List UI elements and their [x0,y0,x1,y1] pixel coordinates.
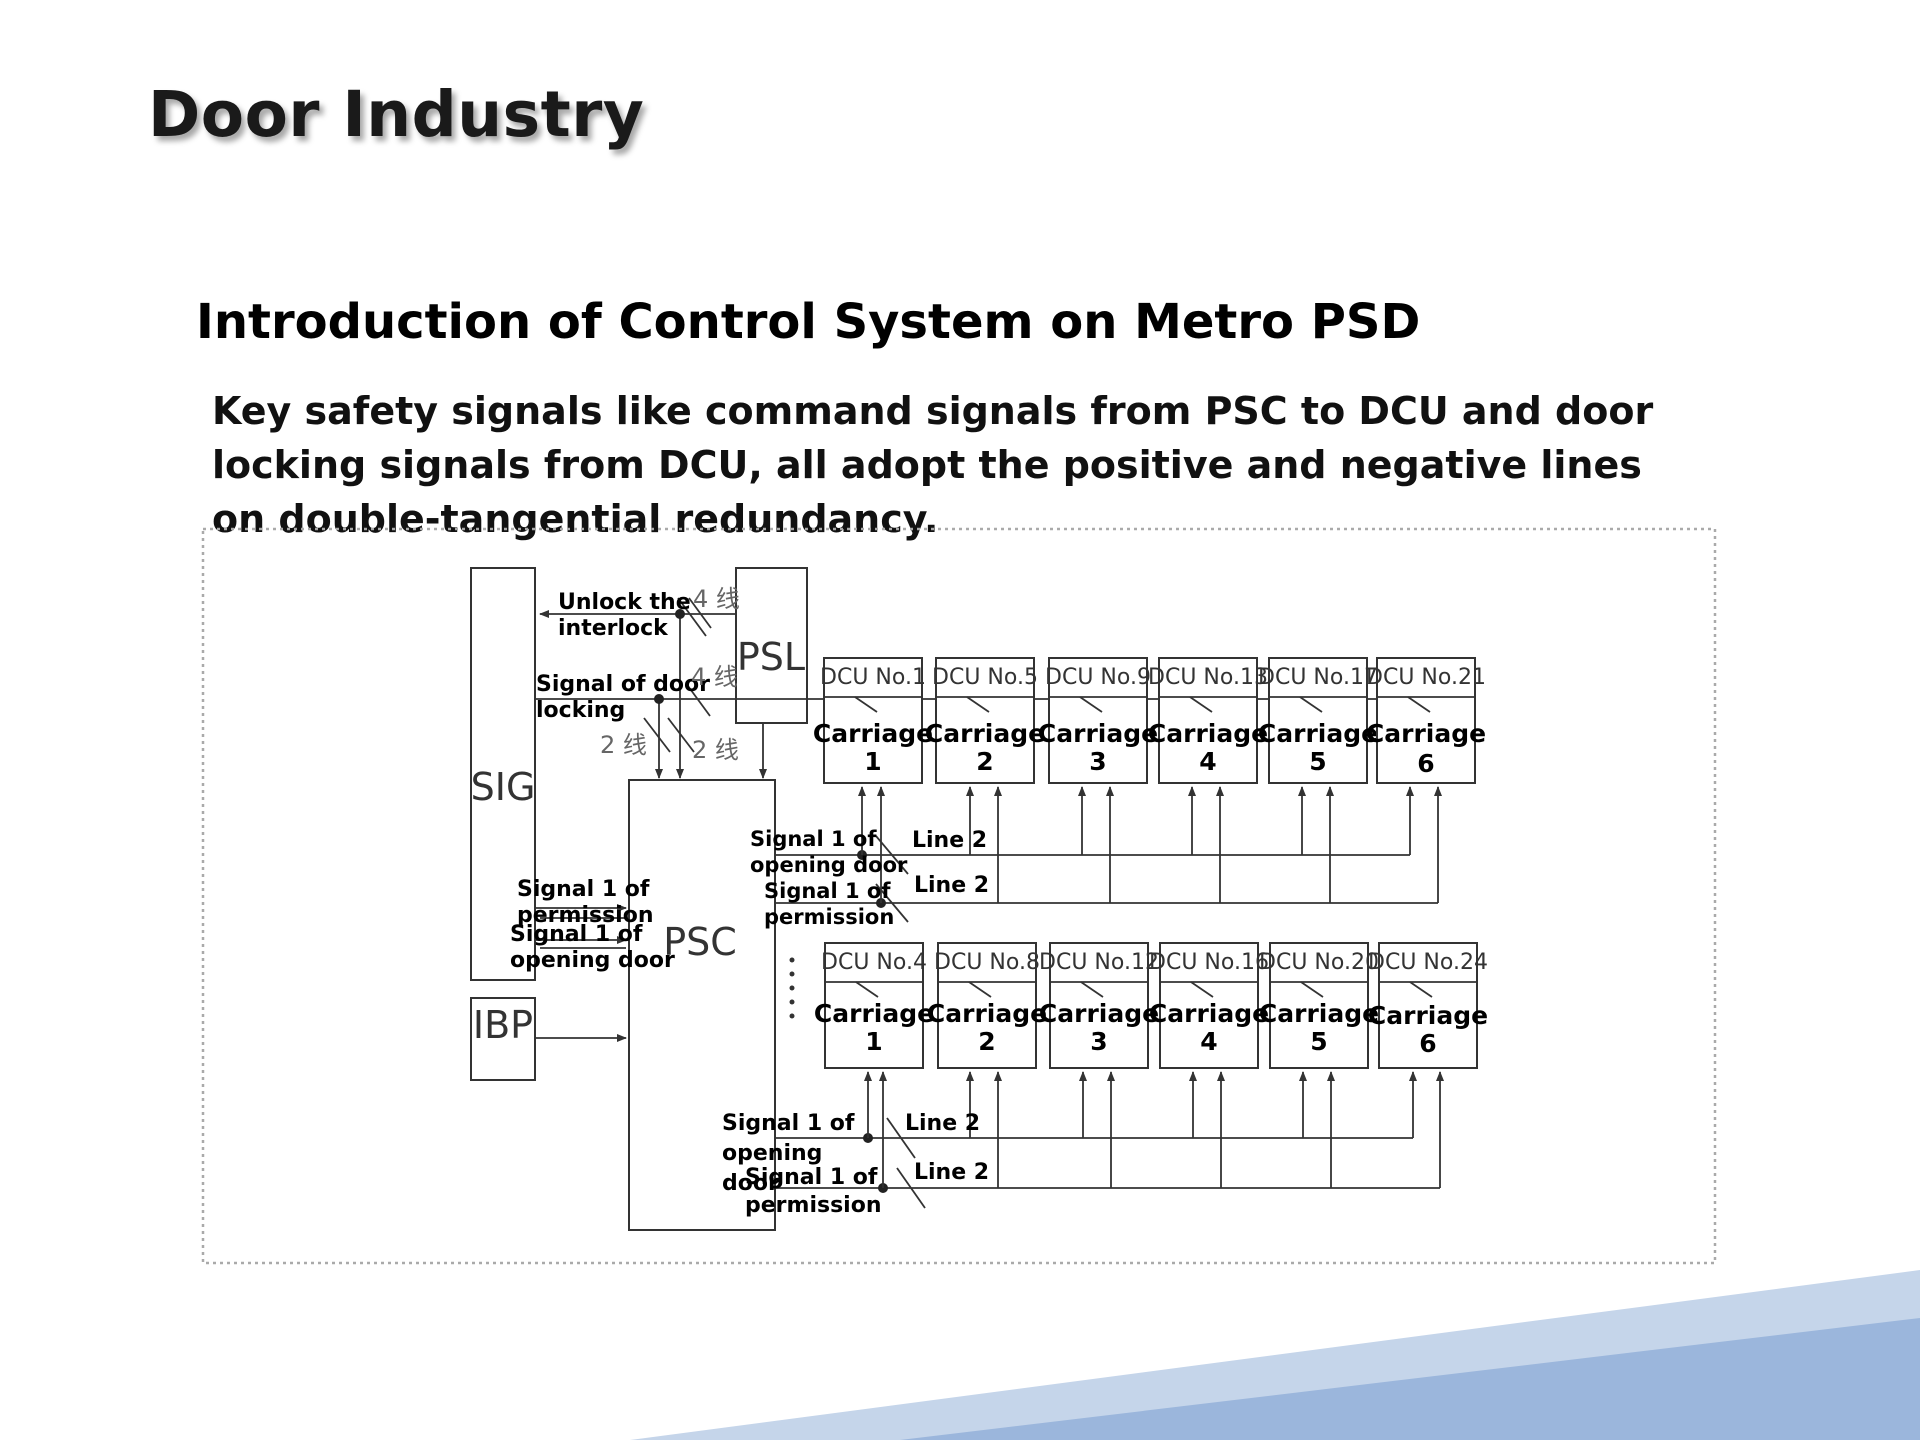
dcu-unit: DCU No.5 Carriage 2 [925,657,1045,903]
line-2-label: Line 2 [914,873,989,898]
permission-signal-label: permission [745,1193,882,1218]
line-2-label: Line 2 [912,828,987,853]
dcu-unit: DCU No.13 Carriage 4 [1148,657,1268,903]
wire-count-label: 4 线 [693,585,740,613]
ibp-block: IBP [470,997,536,1081]
wire-count-label: 2 线 [692,736,739,764]
sig-label: SIG [471,765,536,809]
psc-label: PSC [663,920,737,964]
carriage-label: Carriage [927,999,1047,1028]
permission-signal-label: permission [517,903,654,928]
carriage-number: 1 [864,747,881,776]
door-locking-label: Signal of door [536,672,710,697]
carriage-label: Carriage [1149,999,1269,1028]
dcu-unit: DCU No.24 Carriage 6 [1368,942,1488,1069]
carriage-label: Carriage [925,719,1045,748]
carriage-number: 6 [1417,749,1434,778]
opening-signal-label: Signal 1 of [750,827,877,851]
carriage-label: Carriage [1259,999,1379,1028]
carriage-number: 5 [1310,1027,1327,1056]
section-subtitle: Introduction of Control System on Metro … [196,294,1421,350]
permission-signal-label: Signal 1 of [745,1165,878,1190]
dcu-label: DCU No.24 [1368,950,1488,975]
page-title: Door Industry [148,78,645,151]
permission-signal-label: Signal 1 of [764,879,891,903]
door-locking-label: locking [536,698,625,723]
dcu-label: DCU No.16 [1149,950,1269,975]
psl-label: PSL [737,635,805,679]
dcu-label: DCU No.12 [1039,950,1159,975]
carriage-label: Carriage [814,999,934,1028]
carriage-number: 5 [1309,747,1326,776]
unlock-interlock-label: interlock [558,616,669,641]
dcu-unit: DCU No.20 Carriage 5 [1259,942,1379,1188]
carriage-label: Carriage [813,719,933,748]
carriage-number: 3 [1090,1027,1107,1056]
opening-signal-label: opening [722,1141,822,1166]
line-2-label: Line 2 [914,1160,989,1185]
dcu-label: DCU No.20 [1259,950,1379,975]
carriage-number: 3 [1089,747,1106,776]
dcu-unit: DCU No.9 Carriage 3 [1038,657,1158,903]
dcu-label: DCU No.21 [1366,665,1486,690]
permission-signal-label: permission [764,905,894,929]
carriage-label: Carriage [1366,719,1486,748]
opening-signal-label: door [722,1171,779,1196]
dcu-label: DCU No.17 [1258,665,1378,690]
psc-block: PSC [628,779,776,1231]
dcu-label: DCU No.13 [1148,665,1268,690]
dcu-unit: DCU No.8 Carriage 2 [927,942,1047,1188]
dcu-unit: DCU No.16 Carriage 4 [1149,942,1269,1188]
opening-signal-label: Signal 1 of [722,1111,855,1136]
carriage-number: 2 [978,1027,995,1056]
carriage-number: 2 [976,747,993,776]
opening-signal-label: opening door [510,948,675,973]
dcu-unit: DCU No.4 Carriage 1 [814,942,934,1188]
dcu-unit: DCU No.12 Carriage 3 [1039,942,1159,1188]
wire-count-label: 4 线 [691,663,738,691]
carriage-number: 4 [1200,1027,1217,1056]
carriage-label: Carriage [1368,1001,1488,1030]
carriage-number: 4 [1199,747,1216,776]
dcu-unit: DCU No.17 Carriage 5 [1258,657,1378,903]
carriage-label: Carriage [1148,719,1268,748]
carriage-label: Carriage [1258,719,1378,748]
wire-count-label: 2 线 [600,731,647,759]
opening-signal-label: Signal 1 of [510,922,643,947]
dcu-unit: DCU No.1 Carriage 1 [813,657,933,903]
sig-block: SIG [470,567,536,981]
dcu-label: DCU No.1 [820,665,926,690]
wave-dark [900,1318,1920,1440]
dcu-unit: DCU No.21 Carriage 6 [1366,657,1486,784]
unlock-interlock-label: Unlock the [558,590,691,615]
carriage-label: Carriage [1039,999,1159,1028]
dcu-label: DCU No.5 [932,665,1038,690]
diagram-frame [201,527,1717,1265]
permission-signal-label: Signal 1 of [517,877,650,902]
line-2-label: Line 2 [905,1111,980,1136]
carriage-label: Carriage [1038,719,1158,748]
carriage-number: 1 [865,1027,882,1056]
dcu-label: DCU No.9 [1045,665,1151,690]
opening-signal-label: opening door [750,853,908,877]
dcu-label: DCU No.8 [934,950,1040,975]
dcu-label: DCU No.4 [821,950,927,975]
psl-block: PSL [735,567,808,724]
ibp-label: IBP [473,1003,533,1047]
intro-paragraph: Key safety signals like command signals … [212,389,1654,541]
carriage-number: 6 [1419,1029,1436,1058]
